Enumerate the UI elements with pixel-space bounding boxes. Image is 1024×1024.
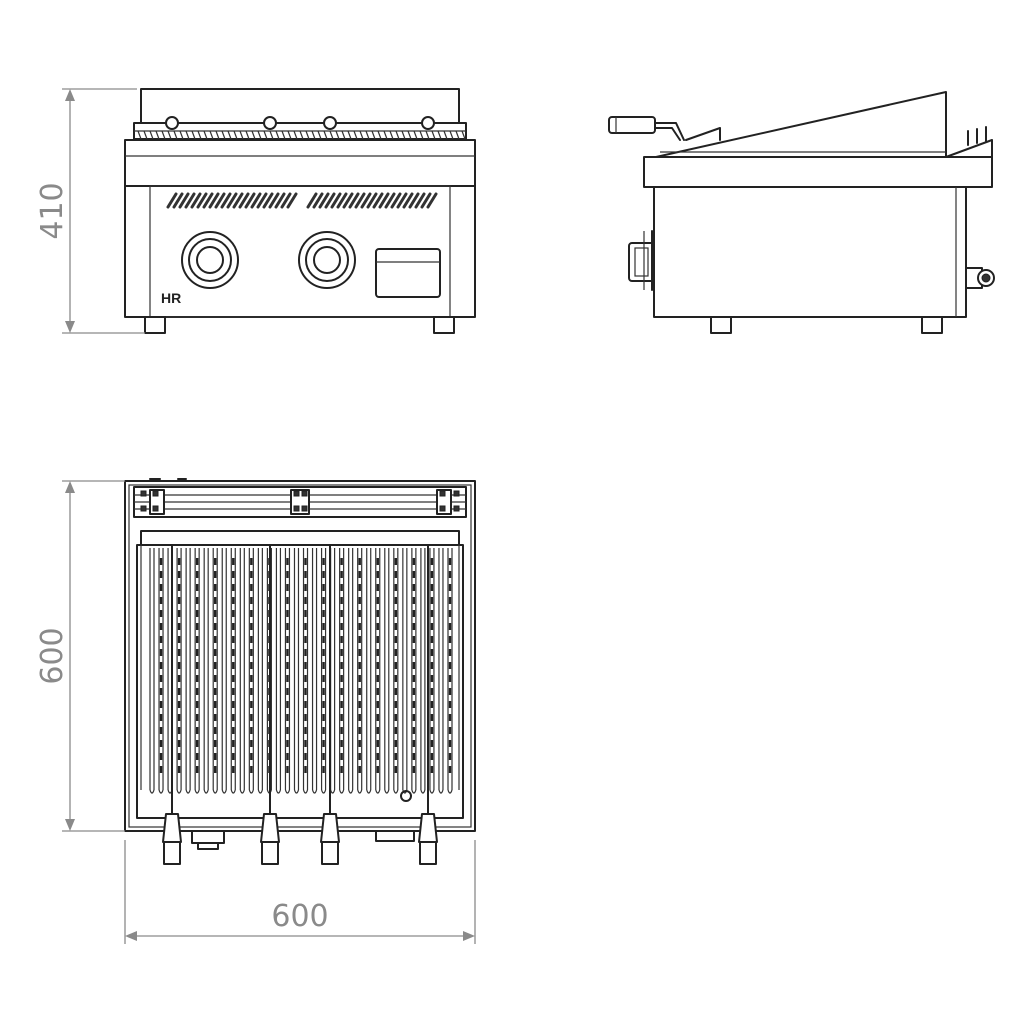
grill-bar (348, 548, 354, 794)
front-top-rim (124, 139, 476, 187)
grill-bar (158, 548, 164, 794)
dimension-height: 410 (35, 88, 145, 334)
grill-bars (149, 548, 453, 794)
grill-bar (149, 548, 155, 794)
control-knob-1 (181, 231, 239, 289)
grate-handle-knobs (165, 116, 435, 130)
grill-handle (260, 544, 280, 865)
top-back-rail (133, 486, 467, 518)
grill-bar (248, 548, 254, 794)
grill-bar (384, 548, 390, 794)
grill-bar (221, 548, 227, 794)
grill-bar (375, 548, 381, 794)
vent-slots (166, 192, 438, 209)
front-view: HR (124, 88, 476, 334)
gas-connector (965, 267, 995, 289)
grill-frame (136, 530, 464, 819)
brand-logo: HR (161, 290, 181, 306)
grill-handles (162, 544, 438, 865)
grill-bar (420, 548, 426, 794)
grill-bar (185, 548, 191, 794)
grill-bar (411, 548, 417, 794)
grill-handle (320, 544, 340, 865)
grill-bar (366, 548, 372, 794)
side-body (653, 186, 967, 318)
dimension-width: 600 (124, 840, 476, 944)
grill-handle (162, 544, 182, 865)
dimension-width-label: 600 (271, 899, 328, 934)
grill-bar (357, 548, 363, 794)
grill-bar (176, 548, 182, 794)
side-knob-profile (628, 230, 655, 291)
grill-bar (230, 548, 236, 794)
grill-bar (311, 548, 318, 794)
control-knob-2 (298, 231, 356, 289)
dimension-depth: 600 (35, 480, 125, 832)
grill-handle (418, 544, 438, 865)
side-foot-right (921, 316, 943, 334)
drain-hole (400, 790, 412, 802)
side-foot-left (710, 316, 732, 334)
grill-bar (284, 548, 291, 794)
grill-bar (212, 548, 218, 794)
grill-bar (257, 548, 263, 794)
grill-bar (194, 548, 200, 794)
side-top-rim (643, 156, 993, 188)
front-foot-right (433, 316, 455, 334)
grill-bar (302, 548, 309, 794)
side-view (608, 91, 995, 334)
dimension-height-label: 410 (35, 182, 70, 239)
front-grate-strip (133, 122, 467, 140)
grill-bar (293, 548, 300, 794)
grill-bar (239, 548, 245, 794)
bottom-fitting (191, 830, 415, 850)
grill-bar (429, 548, 435, 794)
grill-bar (393, 548, 399, 794)
side-rear-bars (945, 126, 993, 158)
dimension-depth-label: 600 (35, 627, 70, 684)
front-foot-left (144, 316, 166, 334)
side-lid (655, 91, 947, 158)
grill-bar (275, 548, 282, 794)
grill-bar (320, 548, 327, 794)
grill-bar (438, 548, 444, 794)
drip-drawer (375, 248, 441, 298)
grill-bar (203, 548, 209, 794)
top-view (124, 478, 476, 865)
side-handle (608, 116, 685, 141)
grill-bar (447, 548, 453, 794)
grill-bar (339, 548, 345, 794)
